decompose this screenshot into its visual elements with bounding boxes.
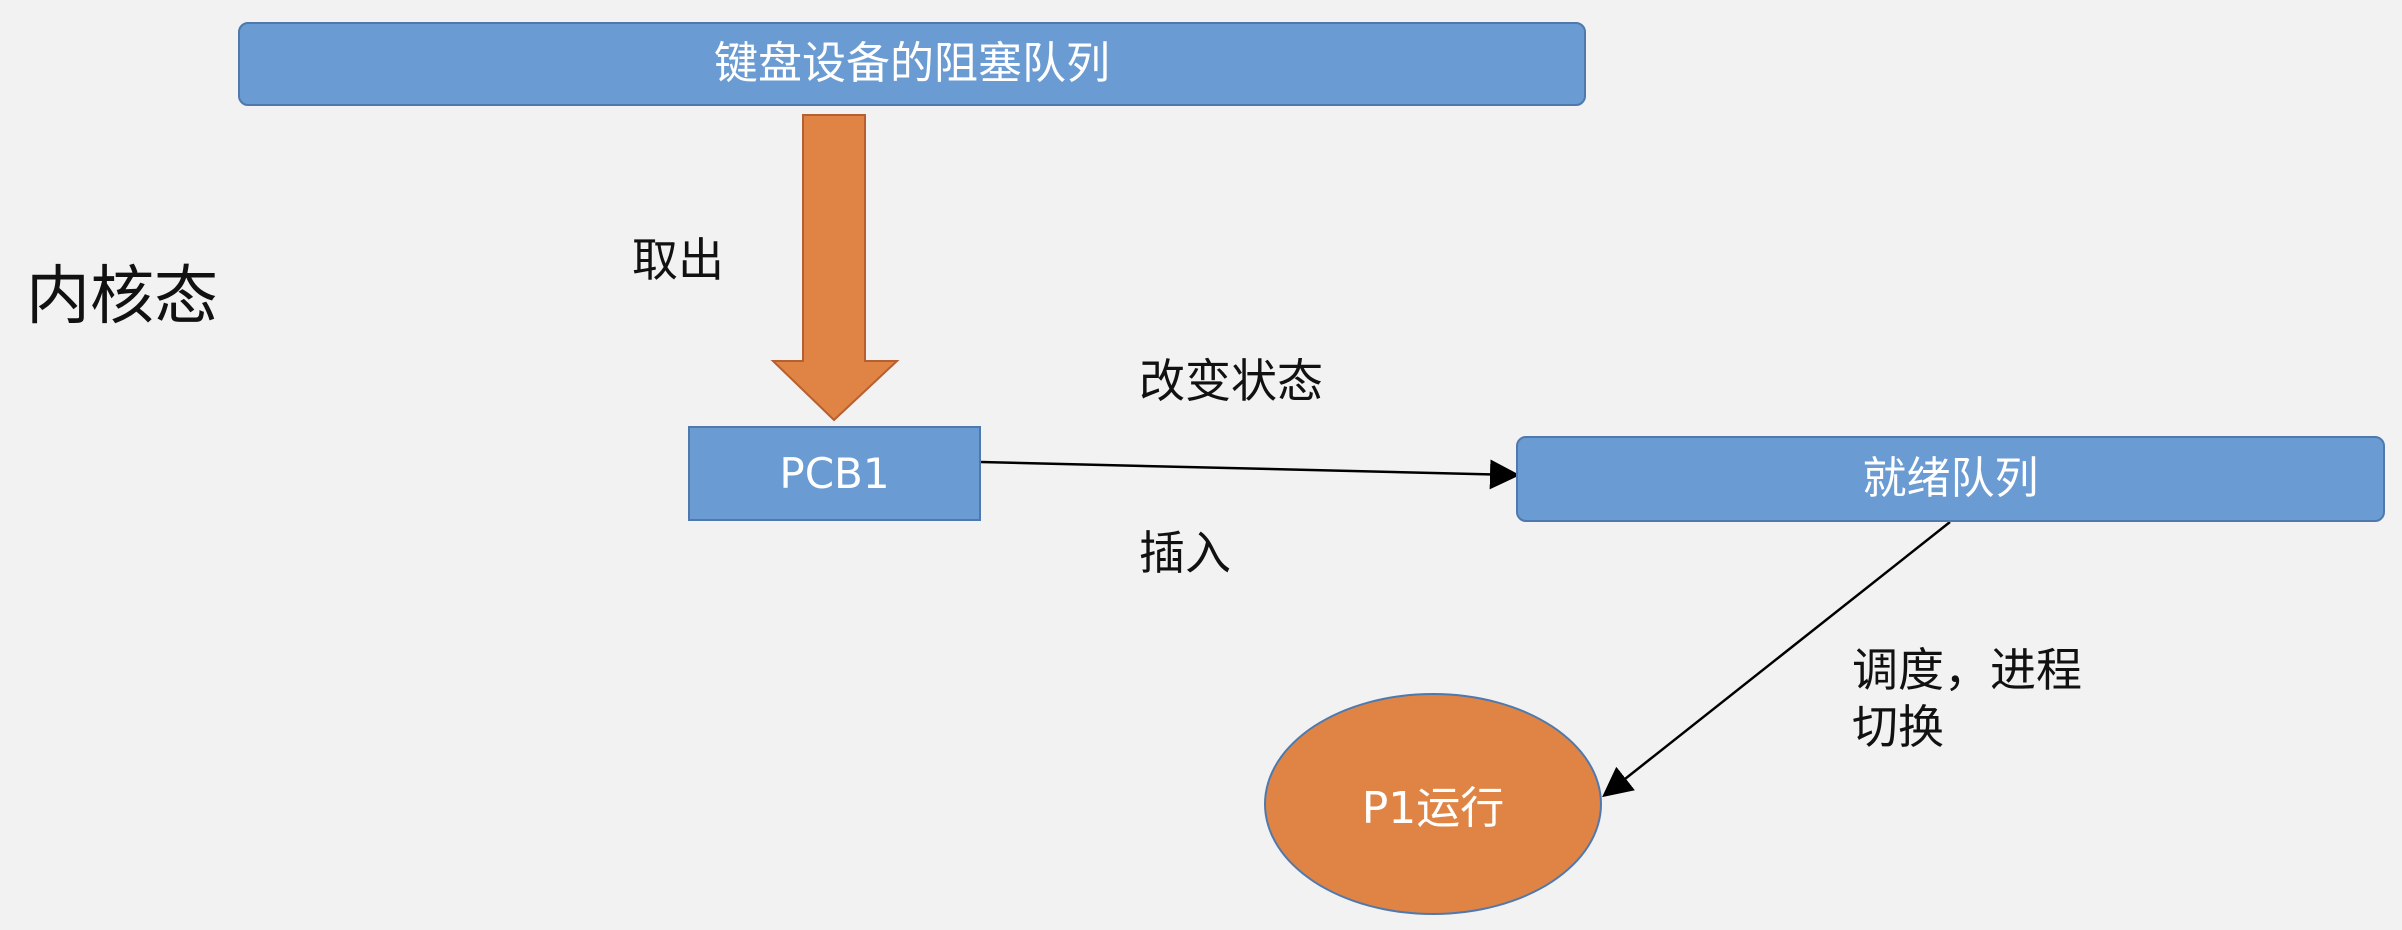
- running-process-label: P1运行: [1361, 783, 1505, 834]
- ready-queue-box: 就绪队列: [1516, 436, 2385, 522]
- ready-queue-to-running-process-arrow: [1602, 521, 1951, 798]
- state-change-label: 改变状态: [1139, 354, 1323, 408]
- insert-label: 插入: [1139, 526, 1231, 580]
- kernel-mode-label: 内核态: [26, 260, 218, 334]
- running-process-ellipse: P1运行: [1264, 693, 1602, 915]
- take-out-label: 取出: [632, 233, 724, 287]
- pcb-label: PCB1: [779, 448, 890, 498]
- pcb-box: PCB1: [688, 426, 981, 521]
- keyboard-blocked-queue-box: 键盘设备的阻塞队列: [238, 22, 1586, 106]
- ready-queue-label: 就绪队列: [1862, 453, 2039, 504]
- pcb-to-ready-queue-arrow: [980, 459, 1520, 490]
- schedule-switch-label: 调度，进程 切换: [1852, 643, 2082, 755]
- take-out-arrow: [770, 114, 900, 422]
- keyboard-blocked-queue-label: 键盘设备的阻塞队列: [714, 38, 1110, 89]
